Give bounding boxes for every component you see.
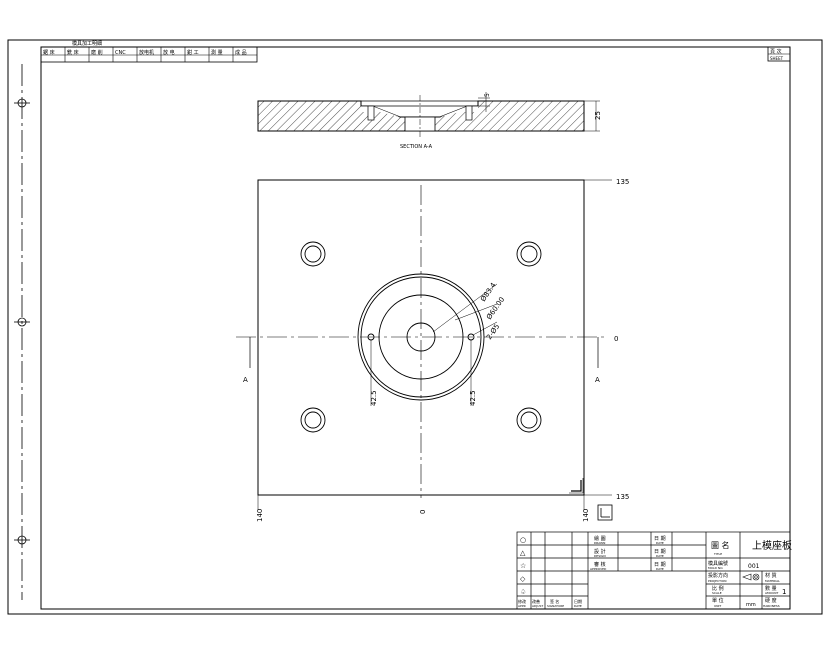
dim-bottom-left: 140	[256, 509, 264, 522]
process-cell-3: 磨 削	[91, 49, 103, 56]
mold-no-label: 模具編號	[708, 560, 728, 567]
approved-label: 審 核	[594, 561, 606, 568]
title-block	[516, 531, 791, 610]
section-dim-thickness: 25	[594, 111, 602, 120]
dim-top-right: 135	[616, 178, 629, 186]
rev-header-2-en: ADJUST	[532, 604, 543, 608]
dim-holes: 2-Ø5	[485, 323, 501, 341]
dim-left-hole: 42.5	[370, 390, 378, 406]
mold-no-label-en: MOLD NO.	[708, 566, 723, 570]
title-label: 圖 名	[711, 540, 730, 550]
rev-header-2: 改善	[532, 598, 540, 604]
date-label-3: 日 期	[654, 562, 666, 568]
dim-bottom-center: 0	[419, 510, 427, 514]
center-bore	[357, 273, 485, 401]
unit-label-en: UNIT	[714, 604, 721, 608]
rev-header-1: 修改	[518, 598, 526, 604]
dim-mid-diameter: Ø60.00	[485, 296, 506, 322]
process-cell-4: CNC	[115, 50, 126, 56]
rev-symbol-3: ☆	[520, 562, 526, 570]
rev-symbol-4: ◇	[520, 575, 526, 583]
scale-label: 比 例	[712, 585, 724, 592]
datum-symbol	[597, 504, 613, 521]
design-label-en: DESIGN	[594, 554, 606, 558]
dim-outer-diameter: Ø83.4	[479, 281, 498, 303]
section-marker-left: A	[243, 376, 248, 384]
dim-bottom-right-x: 140	[582, 509, 590, 522]
title-label-en: TITLE	[713, 552, 722, 556]
section-dim-step: 5	[484, 93, 491, 97]
sheet-number-box: 頁 次 SHEET	[767, 46, 791, 62]
header-caption: 模具加工明細	[72, 40, 102, 47]
process-cell-5: 放电机	[139, 49, 154, 56]
amount-value: 1	[782, 588, 786, 596]
section-view: 5 25 SECTION A-A	[257, 92, 602, 150]
dim-right-center: 0	[614, 335, 618, 343]
section-marker-right: A	[595, 376, 600, 384]
projection-label-en: PROJECTION	[708, 579, 726, 583]
approved-label-en: APPROVED	[590, 567, 607, 571]
material-label: 材 質	[765, 572, 777, 579]
process-cell-6: 放 电	[163, 49, 175, 56]
sheet-sub: SHEET	[770, 56, 784, 61]
projection-symbol-icon	[742, 573, 760, 581]
drawn-label-en: DRAWN	[594, 541, 605, 545]
date-label-2: 日 期	[654, 549, 666, 555]
scale-label-en: SCALE	[712, 591, 722, 595]
dim-bottom-right: 135	[616, 493, 629, 501]
rev-header-3-en: SIGNATURE	[547, 604, 564, 608]
date-label-3-en: DATE	[656, 567, 664, 571]
rev-header-3: 签 名	[550, 598, 559, 604]
mold-no-value: 001	[748, 563, 760, 570]
unit-value: mm	[746, 602, 756, 608]
drawn-label: 繪 圖	[594, 535, 606, 542]
date-label-1-en: DATE	[656, 541, 664, 545]
process-cell-1: 鋸 床	[43, 49, 55, 56]
left-margin-marks	[14, 64, 30, 600]
date-label-2-en: DATE	[656, 554, 664, 558]
section-label: SECTION A-A	[400, 144, 433, 150]
plan-view: Ø83.4 Ø60.00 2-Ø5 42.5 42.5 135 135 0 14…	[236, 178, 629, 522]
unit-label: 單 位	[712, 597, 724, 604]
drawing-title: 上模座板	[752, 539, 792, 552]
projection-label: 投影方向	[708, 572, 728, 579]
amount-label-en: AMOUNT	[765, 591, 778, 595]
hardness-label-en: HARDNESS	[763, 604, 780, 608]
dim-right-hole: 42.5	[469, 390, 477, 406]
rev-symbol-1: ○	[520, 536, 526, 544]
sheet-outer-border	[7, 39, 823, 615]
guide-holes	[300, 241, 542, 433]
amount-label: 數 量	[765, 585, 777, 592]
process-cell-7: 鉗 工	[187, 49, 199, 56]
date-label-1: 日 期	[654, 536, 666, 542]
header-process-table: 模具加工明細 鋸 床 銑 床 磨 削 CNC 放电机 放 电 鉗 工 測 量 成 品	[40, 40, 258, 63]
process-cell-2: 銑 床	[67, 49, 79, 56]
material-label-en: MATERIAL	[765, 579, 780, 583]
sheet-inner-frame	[40, 46, 791, 610]
rev-header-4: 日期	[574, 598, 582, 604]
sheet-label: 頁 次	[770, 48, 782, 55]
process-cell-8: 測 量	[211, 49, 223, 56]
rev-header-4-en: DATE	[574, 604, 582, 608]
design-label: 設 計	[594, 548, 606, 555]
rev-symbol-5: ♤	[520, 588, 526, 596]
rev-header-1-en: APPR	[518, 604, 526, 608]
rev-symbol-2: △	[520, 549, 526, 557]
hardness-label: 硬 度	[765, 597, 777, 604]
process-cell-9: 成 品	[235, 49, 247, 56]
